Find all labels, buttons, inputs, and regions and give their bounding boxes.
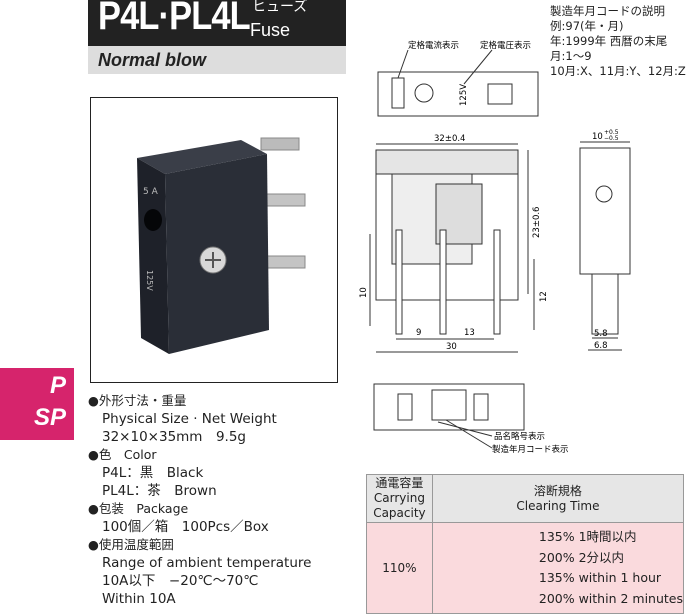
fuse-illustration: 5 A 125V	[137, 137, 306, 354]
spec-package-heading: ●包装 Package	[88, 501, 189, 516]
date-code-line: 10月:X、11月:Y、12月:Z	[550, 64, 686, 78]
dim-6-8: 6.8	[594, 341, 608, 351]
dim-9: 9	[416, 328, 421, 338]
clearing-time-line: 135% 1時間以内	[538, 529, 637, 544]
date-code-line: 例:97(年・月)	[550, 19, 624, 33]
spec-color-heading: ●色 Color	[88, 447, 157, 462]
dim-pin-left: 10	[359, 287, 369, 298]
spec-package-value: 100個／箱 100Pcs／Box	[102, 519, 269, 535]
col1-en: Carrying Capacity	[373, 491, 426, 520]
title-english: Fuse	[250, 20, 291, 40]
date-code-line: 月:1〜9	[550, 49, 592, 63]
tab-label-sp: SP	[34, 404, 67, 431]
spec-temp-en: Range of ambient temperature	[102, 555, 312, 571]
voltage-mark: 125V	[459, 84, 469, 106]
spec-size-heading: ●外形寸法・重量	[88, 393, 187, 408]
clearing-table: 通電容量 Carrying Capacity 溶断規格 Clearing Tim…	[366, 474, 685, 614]
dim-depth-top: 10	[592, 132, 603, 142]
dim-13: 13	[464, 328, 475, 338]
label-product-code: 品名略号表示	[494, 431, 545, 442]
dim-30: 30	[446, 342, 457, 352]
side-view-outline	[579, 147, 631, 275]
top-view-outline	[377, 71, 539, 117]
clearing-time-line: 135% within 1 hour	[538, 570, 662, 585]
dim-height: 23±0.6	[532, 207, 542, 238]
dim-depth-top-sub: −0.5	[604, 135, 619, 142]
spec-size-value: 32×10×35mm 9.5g	[102, 429, 246, 445]
clearing-time-line: 200% 2分以内	[538, 549, 625, 565]
col-carrying-capacity: 通電容量 Carrying Capacity	[366, 474, 433, 523]
photo-marking-voltage: 125V	[145, 270, 154, 291]
dimension-drawing: 定格電流表示 定格電圧表示 125V 32±0.4 10 +0.5 −0.5 2…	[359, 40, 631, 455]
col1-jp: 通電容量	[375, 476, 424, 490]
section-tab: P SP	[0, 368, 74, 440]
subtitle-band	[88, 46, 346, 74]
page-subtitle: Normal blow	[98, 50, 207, 70]
clearing-time-line: 200% within 2 minutes	[538, 590, 683, 606]
photo-marking-current: 5 A	[143, 187, 159, 197]
tab-label-p: P	[50, 372, 67, 399]
table-header-row: 通電容量 Carrying Capacity 溶断規格 Clearing Tim…	[366, 474, 685, 523]
col-clearing-time: 溶断規格 Clearing Time	[431, 474, 685, 523]
clearing-time-cell: 135% 1時間以内 200% 2分以内 135% within 1 hour …	[431, 522, 685, 614]
title-band	[88, 0, 346, 46]
spec-temp-value: 10A以下 −20℃〜70℃	[102, 573, 259, 589]
spec-size-en: Physical Size · Net Weight	[102, 411, 277, 427]
date-code-notes: 製造年月コードの説明 例:97(年・月) 年:1999年 西暦の末尾 月:1〜9…	[550, 4, 686, 79]
dim-width: 32±0.4	[434, 134, 465, 144]
label-rated-voltage: 定格電圧表示	[480, 40, 531, 51]
date-code-line: 製造年月コードの説明	[550, 4, 665, 18]
page-title: P4L·PL4L	[98, 0, 251, 38]
spec-temp-heading: ●使用温度範囲	[88, 537, 174, 552]
dim-5-8: 5.8	[594, 329, 608, 339]
label-rated-current: 定格電流表示	[408, 40, 459, 51]
table-row: 110% 135% 1時間以内 200% 2分以内 135% within 1 …	[366, 522, 685, 614]
dim-pin-right: 12	[539, 291, 549, 302]
col2-jp: 溶断規格	[533, 483, 582, 498]
spec-temp-value-en: Within 10A	[102, 591, 176, 607]
title-kana: ヒューズ	[252, 0, 308, 15]
col2-en: Clearing Time	[516, 498, 600, 513]
dim-depth-top-sup: +0.5	[604, 129, 619, 136]
date-code-line: 年:1999年 西暦の末尾	[550, 34, 668, 48]
spec-list: ●外形寸法・重量 Physical Size · Net Weight 32×1…	[88, 392, 311, 608]
label-date-code: 製造年月コード表示	[492, 444, 569, 455]
product-photo: 5 A 125V	[90, 97, 338, 383]
capacity-cell: 110%	[366, 522, 433, 614]
bottom-view-outline	[373, 383, 525, 431]
spec-color-pl4l: PL4L：茶 Brown	[102, 483, 217, 499]
spec-color-p4l: P4L：黒 Black	[102, 465, 204, 481]
